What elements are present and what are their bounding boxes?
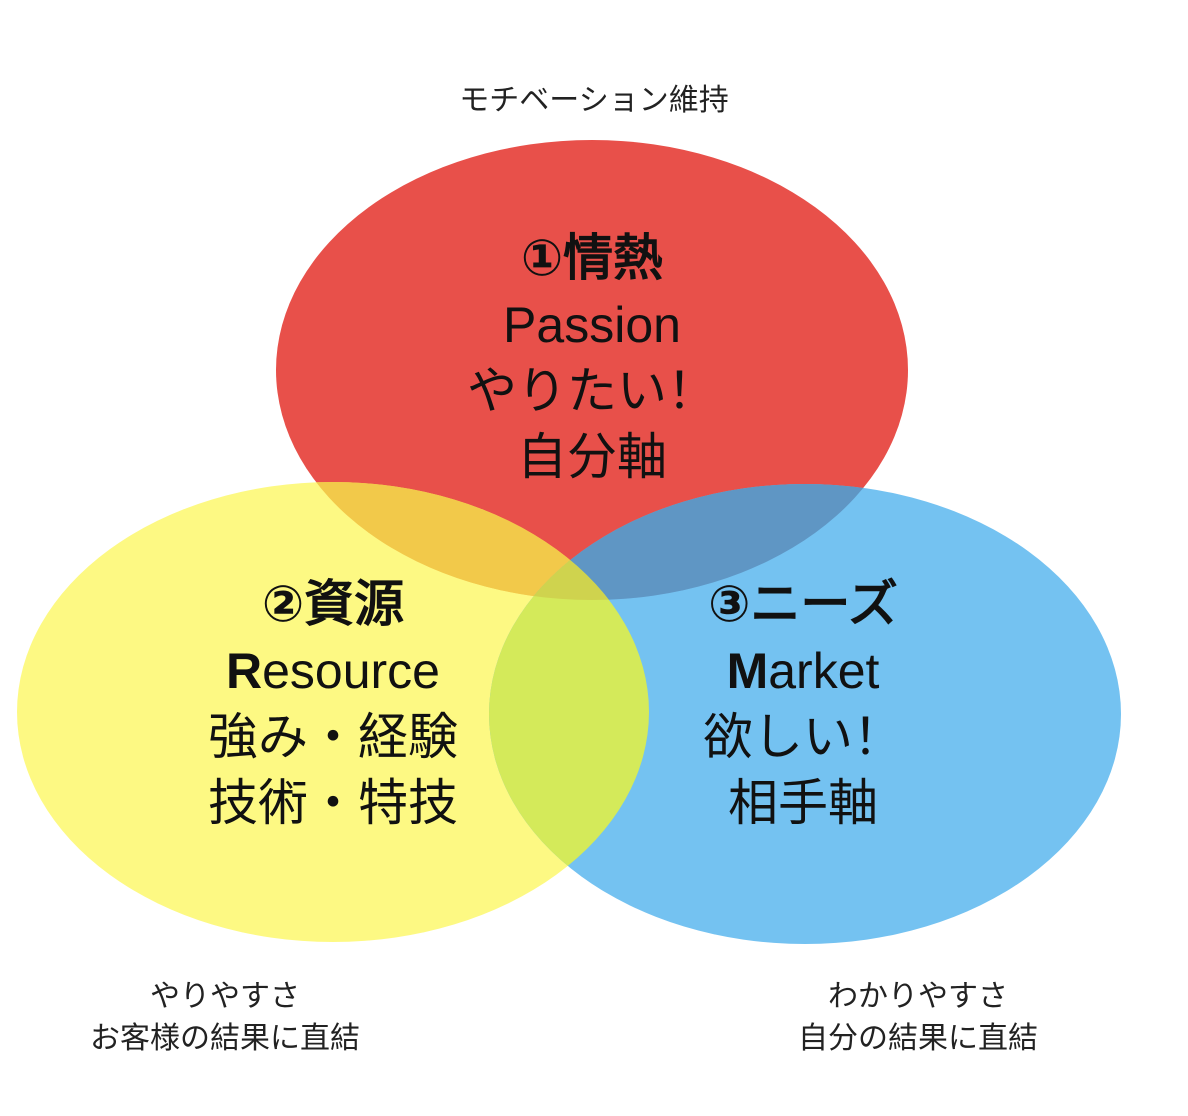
passion-heading: ①情熱: [520, 229, 664, 287]
bottom-right-caption-line1: わかりやすさ: [828, 979, 1008, 1014]
resource-english: Resource: [133, 638, 533, 704]
passion-line1: やりたい！: [467, 362, 717, 420]
resource-english-rest: esource: [262, 643, 440, 699]
passion-circle: [276, 140, 908, 600]
resource-heading: ②資源: [261, 575, 405, 633]
market-english: Market: [603, 638, 1003, 704]
market-line2: 相手軸: [728, 774, 878, 832]
passion-english: Passion: [503, 297, 681, 353]
market-line1: 欲しい！: [703, 708, 903, 766]
passion-line2: 自分軸: [517, 428, 667, 486]
market-english-rest: arket: [768, 643, 880, 699]
top-caption: モチベーション維持: [459, 83, 729, 118]
passion-label: ①情熱 Passion やりたい！ 自分軸: [392, 224, 792, 490]
resource-line2: 技術・特技: [208, 774, 458, 832]
resource-line1: 強み・経験: [208, 708, 458, 766]
bottom-left-caption-line2: お客様の結果に直結: [90, 1021, 360, 1056]
resource-circle: [17, 482, 649, 942]
market-heading: ③ニーズ: [708, 575, 898, 633]
bottom-right-caption-line2: 自分の結果に直結: [798, 1021, 1038, 1056]
resource-english-initial: R: [226, 643, 263, 699]
bottom-left-caption: やりやすさ お客様の結果に直結: [25, 976, 425, 1060]
bottom-left-caption-line1: やりやすさ: [150, 979, 300, 1014]
market-english-initial: M: [726, 643, 769, 699]
market-label: ③ニーズ Market 欲しい！ 相手軸: [603, 570, 1003, 836]
market-circle: [489, 484, 1121, 944]
resource-label: ②資源 Resource 強み・経験 技術・特技: [133, 570, 533, 836]
bottom-right-caption: わかりやすさ 自分の結果に直結: [718, 976, 1118, 1060]
